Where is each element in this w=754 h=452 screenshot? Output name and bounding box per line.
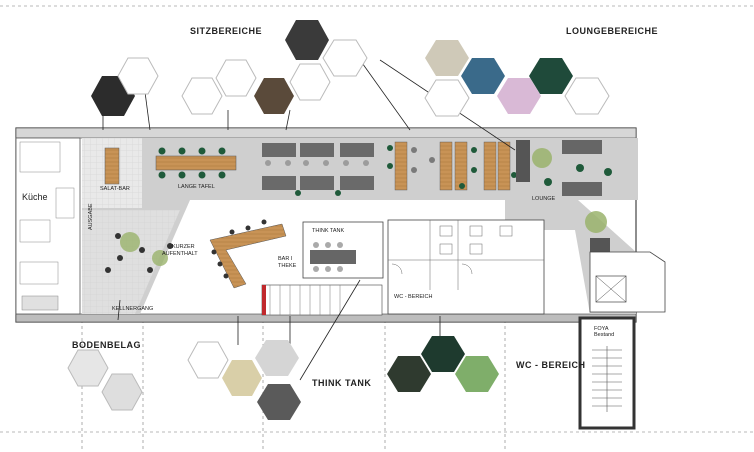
- hex-photo-wc-1: [387, 356, 431, 392]
- title-think-tank: THINK TANK: [312, 378, 371, 388]
- wood-table-group: [387, 141, 517, 191]
- label-lange-tafel: LANGE TAFEL: [178, 184, 215, 190]
- label-kueche: Küche: [22, 192, 48, 202]
- hex-photo-floor-2: [101, 373, 143, 411]
- stair-tower: [578, 316, 636, 430]
- label-stair-note: FOYA Bestand: [594, 326, 614, 338]
- hex-photo-chair-green: [215, 59, 257, 97]
- label-stair-note-line1: FOYA: [594, 326, 609, 332]
- hex-photo-wood-panel: [222, 360, 262, 396]
- hex-photo-chair-teal: [285, 20, 329, 60]
- hex-photo-wc-2: [421, 336, 465, 372]
- label-bar-theke: BAR I THEKE: [278, 256, 297, 269]
- hex-photo-meeting: [255, 340, 299, 376]
- label-salat-bar: SALAT-BAR: [100, 186, 130, 192]
- hex-photo-stools: [289, 63, 331, 101]
- hex-photo-bamboo: [322, 39, 368, 77]
- short-stay-cluster: [105, 232, 173, 273]
- think-tank-room: [261, 221, 384, 316]
- label-kurzer-aufenthalt-line2: AUFENTHALT: [162, 251, 198, 257]
- hex-photo-lamp: [424, 79, 470, 117]
- label-ausgabe: AUSGABE: [88, 203, 94, 230]
- hex-photo-chair-black: [181, 77, 223, 115]
- title-sitzbereiche: SITZBEREICHE: [190, 26, 262, 36]
- hex-photo-floor-1: [67, 349, 109, 387]
- label-bar-theke-line2: THEKE: [278, 263, 297, 269]
- hex-photo-table-dark: [254, 78, 294, 114]
- label-kurzer-aufenthalt-line1: KURZER: [172, 244, 195, 250]
- label-stair-note-line2: Bestand: [594, 332, 614, 338]
- title-bodenbelag: BODENBELAG: [72, 340, 141, 350]
- hex-photo-office-chair: [257, 384, 301, 420]
- label-kellnergang: KELLNERGANG: [112, 306, 153, 312]
- bar-counter: [209, 219, 287, 289]
- label-kurzer-aufenthalt: KURZER AUFENTHALT: [162, 244, 198, 257]
- label-wc-bereich-plan: WC - BEREICH: [394, 294, 433, 300]
- title-wc-bereich: WC - BEREICH: [516, 360, 586, 370]
- labels: SITZBEREICHE LOUNGEBEREICHE BODENBELAG T…: [22, 26, 658, 388]
- hex-photo-shelf: [117, 57, 159, 95]
- label-bar-theke-line1: BAR I: [278, 256, 293, 262]
- hex-photo-green-chair: [529, 58, 573, 94]
- connector-lines: [102, 59, 516, 381]
- label-lounge: LOUNGE: [532, 196, 556, 202]
- hex-photo-tiles: [67, 20, 610, 420]
- salad-bar-counter: [104, 147, 120, 185]
- long-table: [155, 147, 237, 179]
- lounge-furniture: [516, 140, 612, 252]
- title-loungebereiche: LOUNGEBEREICHE: [566, 26, 658, 36]
- hex-photo-pink-seat: [497, 78, 541, 114]
- label-think-tank: THINK TANK: [312, 228, 345, 234]
- right-annex: [589, 251, 666, 313]
- hex-photo-bar-stool: [187, 341, 229, 379]
- wc-area: [387, 219, 545, 315]
- table-cluster-1: [262, 143, 374, 196]
- hex-photo-side-table: [564, 77, 610, 115]
- hex-photo-wc-tiles: [455, 356, 499, 392]
- hex-photo-lounge-room: [461, 58, 505, 94]
- hex-photo-sofa: [425, 40, 469, 76]
